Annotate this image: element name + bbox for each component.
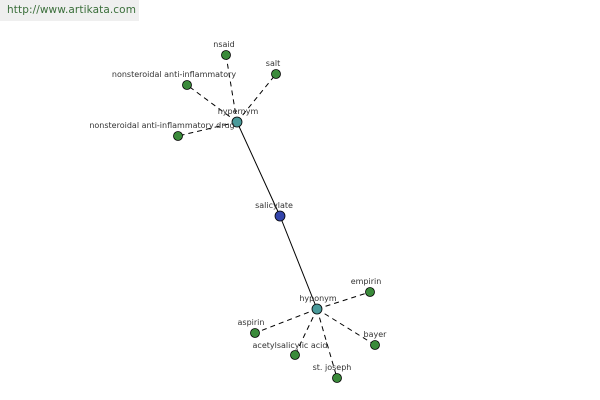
- edge-hypernym-nonsteroidal-anti-inflammatory: [186, 84, 238, 123]
- node-salicylate[interactable]: [274, 210, 286, 222]
- node-bayer[interactable]: [370, 340, 380, 350]
- edge-hypernym-nsaid: [225, 54, 238, 123]
- node-empirin[interactable]: [365, 287, 375, 297]
- node-label-hypernym[interactable]: hypernym: [218, 107, 259, 116]
- edge-hyponym-st-joseph: [316, 308, 338, 379]
- node-st-joseph[interactable]: [332, 373, 342, 383]
- node-label-nonsteroidal-anti-inflammatory-drug[interactable]: nonsteroidal anti-inflammatory drug: [89, 121, 234, 130]
- node-label-aspirin[interactable]: aspirin: [238, 318, 265, 327]
- edge-salicylate-hyponym: [279, 215, 318, 310]
- node-salt[interactable]: [271, 69, 281, 79]
- node-label-st-joseph[interactable]: st. joseph: [313, 363, 352, 372]
- node-label-hyponym[interactable]: hyponym: [299, 294, 337, 303]
- node-nonsteroidal-anti-inflammatory[interactable]: [182, 80, 192, 90]
- node-label-bayer[interactable]: bayer: [364, 330, 388, 339]
- node-label-salicylate[interactable]: salicylate: [255, 201, 293, 210]
- node-acetylsalicylic-acid[interactable]: [290, 350, 300, 360]
- edge-hyponym-empirin: [316, 291, 371, 310]
- node-label-nonsteroidal-anti-inflammatory[interactable]: nonsteroidal anti-inflammatory: [112, 70, 237, 79]
- edge-hyponym-aspirin: [254, 308, 318, 334]
- edge-hyponym-bayer: [316, 308, 376, 346]
- node-hyponym[interactable]: [311, 303, 323, 315]
- node-label-acetylsalicylic-acid[interactable]: acetylsalicylic acid: [253, 341, 328, 350]
- node-nsaid[interactable]: [221, 50, 231, 60]
- nodes-layer: [173, 50, 380, 383]
- node-label-nsaid[interactable]: nsaid: [213, 40, 234, 49]
- edge-hypernym-salt: [236, 73, 277, 123]
- node-label-salt[interactable]: salt: [266, 59, 280, 68]
- node-hypernym[interactable]: [231, 116, 243, 128]
- edge-salicylate-hypernym: [236, 121, 281, 217]
- source-url[interactable]: http://www.artikata.com: [0, 0, 139, 21]
- node-nonsteroidal-anti-inflammatory-drug[interactable]: [173, 131, 183, 141]
- node-label-empirin[interactable]: empirin: [351, 277, 382, 286]
- edges-layer: [177, 54, 376, 379]
- node-aspirin[interactable]: [250, 328, 260, 338]
- edge-hypernym-nonsteroidal-anti-inflammatory-drug: [177, 121, 238, 137]
- labels-layer: salicylate hypernym hyponym nsaid salt nonste…: [89, 40, 387, 372]
